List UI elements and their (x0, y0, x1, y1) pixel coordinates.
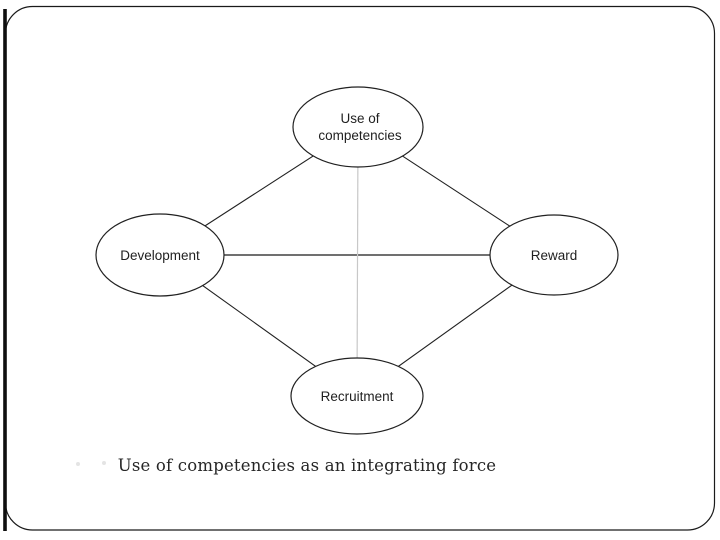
node-use-of-competencies (292, 86, 424, 168)
scan-artifact (102, 461, 106, 465)
node-group: Use of competencies Development Reward R… (95, 86, 619, 435)
node-development-label: Development (120, 248, 200, 263)
node-use-of-competencies-label-line2: competencies (318, 128, 402, 143)
node-recruitment (290, 357, 424, 435)
node-recruitment-label: Recruitment (321, 389, 394, 404)
scan-artifact (76, 462, 80, 466)
node-use-of-competencies-label-line1: Use of (340, 111, 379, 126)
node-reward-label: Reward (531, 248, 578, 263)
diagram-caption: Use of competencies as an integrating fo… (118, 456, 497, 475)
left-edge-bar (3, 9, 7, 531)
node-reward (489, 214, 619, 296)
edge-useofcompetencies-recruitment (356, 126, 359, 397)
node-development (95, 213, 225, 297)
